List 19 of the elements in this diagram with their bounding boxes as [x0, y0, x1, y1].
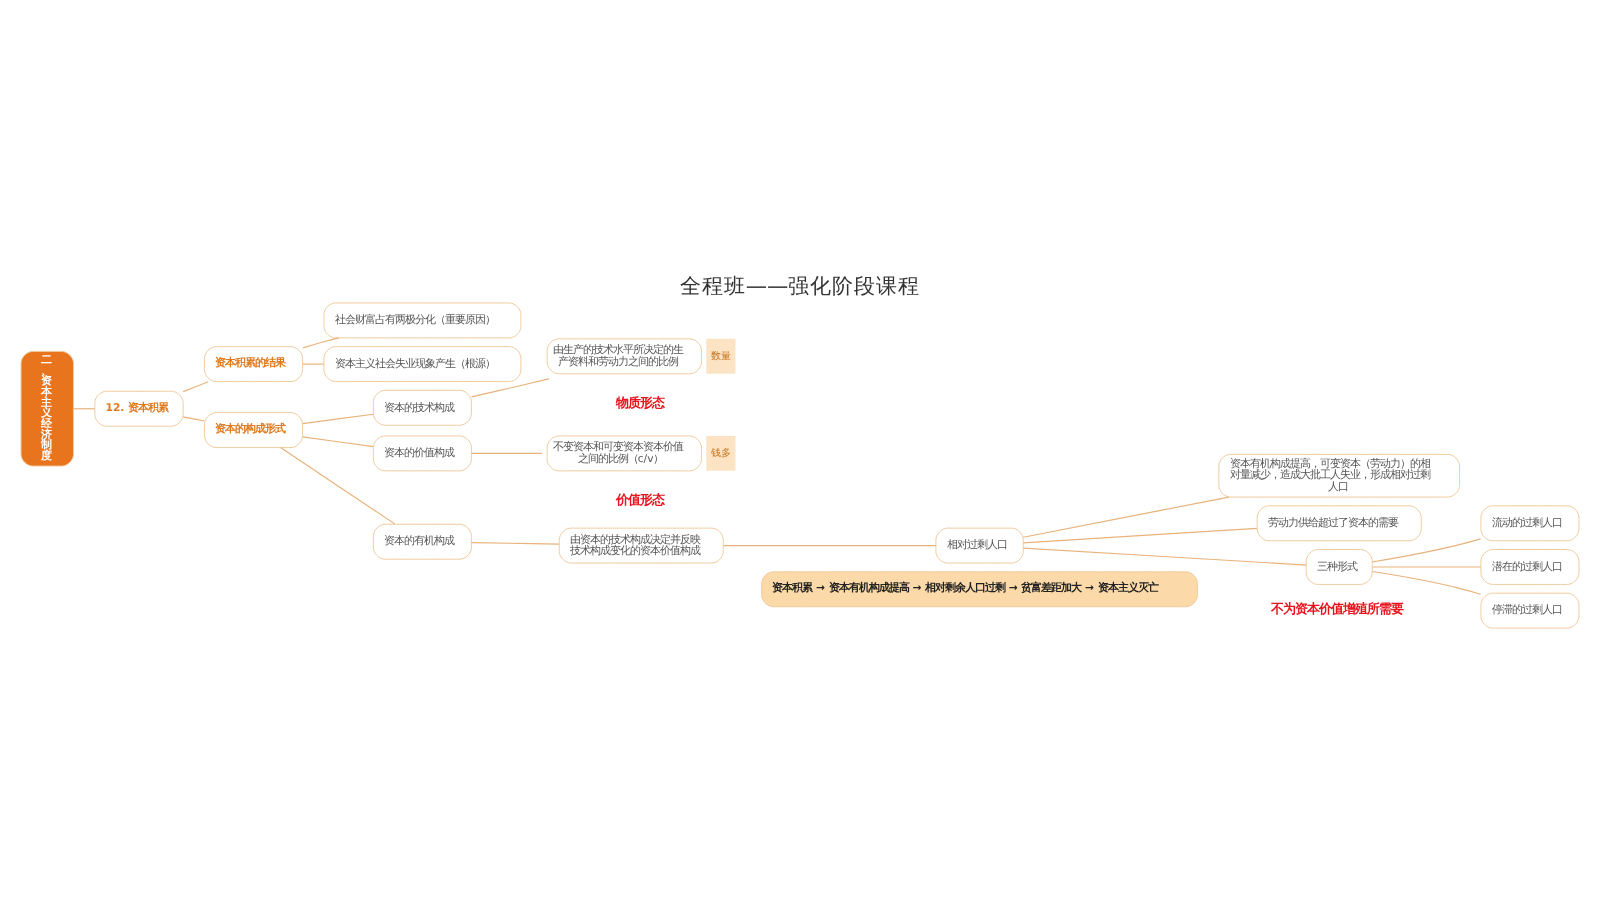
connector — [302, 436, 374, 448]
connector — [1022, 547, 1307, 566]
connector — [302, 363, 325, 365]
connector — [1371, 538, 1482, 563]
connector — [182, 381, 209, 393]
connector — [182, 416, 205, 422]
connector — [280, 447, 396, 525]
connector — [470, 378, 550, 398]
connector — [1022, 496, 1230, 538]
connector — [470, 452, 543, 454]
connector — [1371, 570, 1482, 595]
connector — [1372, 566, 1482, 568]
connector — [73, 408, 96, 410]
connector — [470, 542, 560, 545]
connector — [723, 545, 937, 547]
connector — [302, 413, 374, 425]
connector — [1022, 527, 1258, 544]
connector — [302, 337, 340, 349]
diagram-title: 全程班——强化阶段课程 — [679, 272, 921, 299]
